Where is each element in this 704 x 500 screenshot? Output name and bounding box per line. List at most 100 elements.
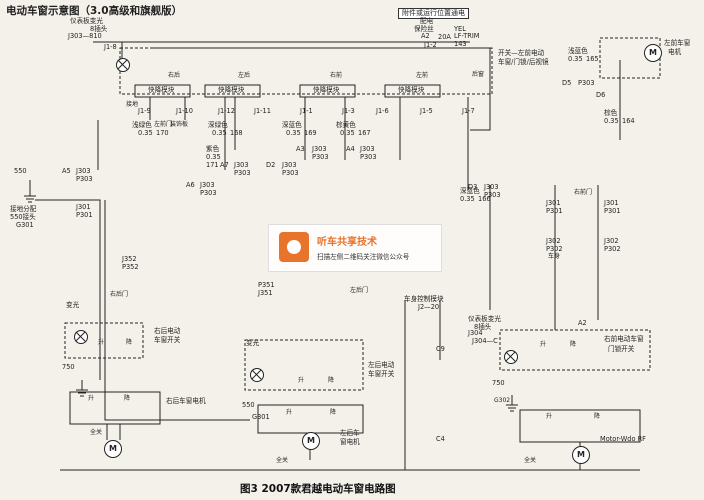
ground-dist-label-1: 接地分配 [10,205,37,213]
conn-p301-c: P301 [604,207,621,215]
pin-a4: A4 [346,145,355,153]
conn-j301-b: J301 [546,199,561,207]
pin-j1-9: J1-9 [138,107,151,115]
front-right-lamp-icon [504,350,518,364]
rf-up: 升 [540,341,547,348]
module-label-3: 快降模块 [313,86,340,94]
qr-code-icon [279,232,309,262]
module-label-4: 快降模块 [398,86,425,94]
wire-size-4: 0.35 [340,129,355,137]
wire-circuit-1: 170 [156,129,169,137]
lamp-label-b: 变光 [246,339,260,347]
small-label-lf: 左前 [416,72,429,79]
lf-motor-label-2: 电机 [668,48,682,56]
rf-lamp-label-2: 8插头 [474,323,492,331]
lr-switch-label-1: 左后电动 [368,361,395,369]
conn-p303-b: P303 [200,189,217,197]
ground-val-750-b: 750 [492,379,505,387]
pin-j1-12: J1-12 [218,107,235,115]
pin-j1-5: J1-5 [420,107,433,115]
wire-size-6: 0.35 [460,195,475,203]
conn-j303-a: J303 [76,167,91,175]
rf-motor-icon: M [572,446,590,464]
lr-motor-down: 降 [330,409,337,416]
ann-left-door: 左前门 [154,121,173,128]
conn-p303-h: P303 [578,79,595,87]
diagram-title: 电动车窗示意图（3.0高级和旗舰版） [6,5,183,17]
fuse-pin-a: A2 [421,32,430,40]
watermark-subtitle: 扫描左侧二维码关注微信公众号 [317,253,410,261]
conn-p301-b: P301 [546,207,563,215]
module-label-2: 快降模块 [218,86,245,94]
conn-j303-g: J303 [484,183,499,191]
wire-circuit-4: 167 [358,129,371,137]
wire-color-4: 棕黄色 [336,121,356,129]
rr-down: 降 [126,339,133,346]
wire-color-7: 浅蓝色 [568,47,588,55]
module-label-1: 快降模块 [148,86,175,94]
fuse-wire-2: LF-TRIM [454,32,480,40]
pin-d3: D3 [468,183,478,191]
lr-motor-label-2: 窗电机 [340,438,360,446]
rr-motor-label: 右后车窗电机 [166,397,206,405]
rf-lamp-label-1: 仪表板变光 [468,315,501,323]
ground-dist-label-2: 550接头 [10,213,36,221]
ipc-label-1: 仪表板变光 [70,17,103,25]
master-switch-label-1: 开关—左前电动 [498,49,545,57]
lf-motor-label-1: 左前车窗 [664,39,691,47]
pin-a6: A6 [186,181,195,189]
conn-p303-g: P303 [484,191,501,199]
wire-color-3: 深蓝色 [282,121,302,129]
pin-d5: D5 [562,79,572,87]
ground-val-550-b: 550 [242,401,255,409]
ipc-label-2: 8插头 [90,25,108,33]
conn-p351: P351 [258,281,275,289]
rf-all-close: 全关 [524,457,537,464]
fuse-label-2: 保险丝 [414,25,434,33]
pin-d2: D2 [266,161,276,169]
conn-p352: P352 [122,263,139,271]
rf-lamp-pin: J304—C [472,337,498,345]
ground-g301-a: G301 [16,221,34,229]
rr-motor-icon: M [104,440,122,458]
lr-up: 升 [298,377,305,384]
wire-color-8: 棕色 [604,109,618,117]
ann-right-door: 右前门 [574,189,593,196]
lr-switch-label-2: 车窗开关 [368,370,395,378]
lr-motor-icon: M [302,432,320,450]
ground-g301-b: G301 [252,413,270,421]
small-label-lr: 左后 [238,72,251,79]
conn-p302-b: P302 [604,245,621,253]
conn-j303-d: J303 [282,161,297,169]
lr-motor-label-1: 左后车 [340,429,360,437]
indicator-lamp-icon [116,58,130,72]
pin-a7: A7 [220,161,229,169]
ipc-connector: J303—810 [68,32,102,40]
rr-up: 升 [98,339,105,346]
lamp-label-a: 变光 [66,301,80,309]
ann-right-rear: 右后门 [110,291,129,298]
conn-p303-d: P303 [282,169,299,177]
ann-door-trim: 装饰板 [170,121,189,128]
conn-p303-a: P303 [76,175,93,183]
wire-color-2: 深绿色 [208,121,228,129]
ann-left-rear: 左后门 [350,287,369,294]
wire-size-1: 0.35 [138,129,153,137]
rf-switch-label-1: 右前电动车窗 [604,335,644,343]
rr-motor-up: 升 [88,395,95,402]
ground-label: 接地 [126,101,139,108]
body-module-pin: J2—20 [418,303,440,311]
conn-j301-c: J301 [604,199,619,207]
wire-circuit-6: 166 [478,195,491,203]
pin-c9: C9 [436,345,445,353]
lr-all-close: 全关 [276,457,289,464]
wire-circuit-8: 164 [622,117,635,125]
master-switch-label-2: 车窗/门锁/后视镜 [498,58,549,66]
conn-p303-e: P303 [312,153,329,161]
figure-caption: 图3 2007款君越电动车窗电路图 [240,483,396,495]
small-label-rr: 右后 [168,72,181,79]
wire-size-7: 0.35 [568,55,583,63]
rr-motor-down: 降 [124,395,131,402]
wire-circuit-5: 171 [206,161,219,169]
pin-d6: D6 [596,91,606,99]
